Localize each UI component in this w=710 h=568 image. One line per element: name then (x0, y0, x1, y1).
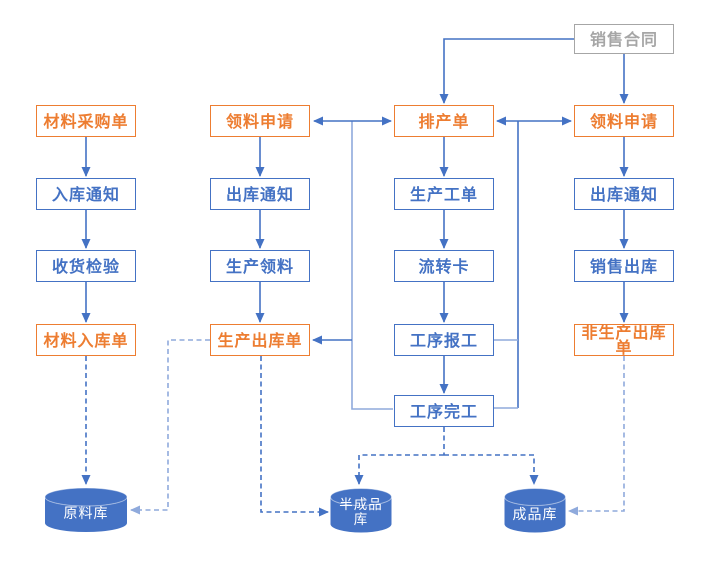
dashed-production-outbound-to-semi-finished (260, 356, 329, 517)
dashed-production-outbound-to-raw-warehouse (130, 339, 210, 515)
node-process-complete: 工序完工 (394, 395, 494, 427)
node-picking-request-right: 领料申请 (574, 105, 674, 137)
node-production-work-order: 生产工单 (394, 178, 494, 210)
node-receiving-inspection: 收货检验 (36, 250, 136, 282)
cylinder-finished-goods-warehouse (504, 488, 566, 533)
cylinder-raw-material-warehouse (44, 487, 128, 532)
node-sales-outbound: 销售出库 (574, 250, 674, 282)
warehouse-label-semi-finished: 半成品库 (339, 497, 383, 528)
node-outbound-notice-left: 出库通知 (210, 178, 310, 210)
dashed-process-complete-to-semi-finished (354, 454, 444, 485)
node-material-purchase-order: 材料采购单 (36, 105, 136, 137)
node-inbound-notice: 入库通知 (36, 178, 136, 210)
dashed-non-production-outbound-to-finished (568, 356, 625, 516)
node-transfer-card: 流转卡 (394, 250, 494, 282)
node-sales-contract: 销售合同 (574, 24, 674, 54)
dashed-process-complete-to-finished (444, 454, 539, 485)
arrow-sales-contract-to-scheduling (439, 38, 574, 104)
node-non-production-outbound-order: 非生产出库单 (574, 324, 674, 356)
node-production-outbound-order: 生产出库单 (210, 324, 310, 356)
warehouse-label-raw-material: 原料库 (63, 506, 109, 522)
line-feedback-left-vertical (351, 121, 393, 410)
node-production-picking: 生产领料 (210, 250, 310, 282)
node-material-inbound-order: 材料入库单 (36, 324, 136, 356)
node-picking-request-left: 领料申请 (210, 105, 310, 137)
node-process-report: 工序报工 (394, 324, 494, 356)
cylinder-semi-finished-warehouse (330, 488, 392, 533)
node-scheduling-order: 排产单 (394, 105, 494, 137)
warehouse-label-finished-goods: 成品库 (512, 507, 558, 523)
node-outbound-notice-right: 出库通知 (574, 178, 674, 210)
